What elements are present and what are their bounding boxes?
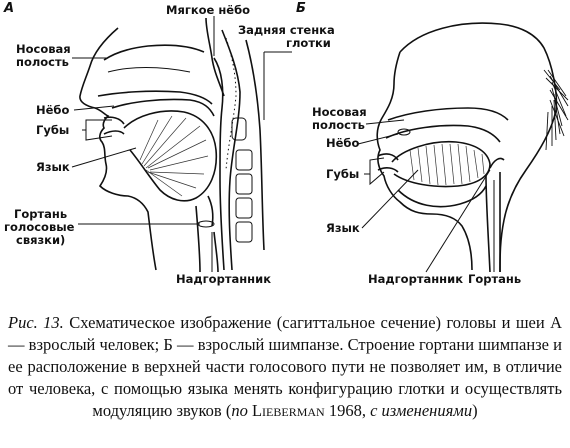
caption-source-suffix: с изменениями (370, 401, 473, 420)
human-vertebrae (231, 117, 253, 243)
label-posterior-wall-line1: Задняя стенка (238, 23, 335, 37)
chimp-jaw-outline (397, 185, 487, 208)
panel-b-leader-lines (357, 119, 495, 273)
human-larynx-tube (195, 205, 219, 273)
caption-source-author: Lieberman (251, 401, 325, 420)
human-face-outline (79, 27, 157, 271)
panel-b-letter: Б (296, 1, 306, 16)
label-tongue-b: Язык (326, 221, 360, 235)
label-lips-a: Губы (36, 123, 69, 137)
label-tongue-a: Язык (36, 160, 70, 174)
panel-a-letter: А (3, 1, 14, 16)
label-palate-a: Нёбо (36, 103, 69, 117)
panel-a-human-section: А (3, 1, 335, 286)
vertebra (235, 149, 253, 171)
human-nasal-passage-line (107, 67, 191, 73)
chimp-lips-outline (377, 153, 399, 173)
human-nasal-cavity-outline (97, 44, 213, 105)
chimp-neck-outline (499, 109, 557, 273)
human-posterior-wall-fill (225, 37, 237, 171)
label-epiglottis-a: Надгортанник (176, 272, 271, 286)
caption-source-year: 1968, (324, 401, 371, 420)
vertebra (235, 197, 253, 219)
caption-source-close: ) (472, 401, 478, 420)
caption-source-open: ( (225, 401, 232, 420)
human-epiglottis-outline (207, 195, 214, 227)
caption-source-prefix: по (231, 401, 248, 420)
anatomy-figure: А (3, 1, 569, 286)
chimp-nasal-cavity-outline (387, 107, 509, 121)
human-palate-outline (111, 98, 215, 117)
human-spine-outline (245, 39, 265, 251)
chimp-nasal-opening (397, 128, 411, 136)
label-larynx-a-line1: Гортань (14, 207, 67, 221)
label-epiglottis-b: Надгортанник (368, 272, 463, 286)
human-tongue-muscle-fibers (139, 115, 209, 197)
label-larynx-b: Гортань (468, 272, 521, 286)
label-nasal-cavity-b-line1: Носовая (312, 105, 367, 119)
label-nasal-cavity-b-line2: полость (312, 118, 365, 132)
vertebra (235, 173, 253, 195)
chimp-palate-outline (385, 124, 501, 143)
human-lips-outline (103, 116, 125, 135)
vertebra (235, 221, 253, 243)
chimp-larynx-tube (485, 171, 501, 273)
chimp-epiglottis-outline (489, 157, 505, 169)
label-soft-palate: Мягкое нёбо (166, 3, 250, 17)
vertebra (231, 117, 247, 141)
label-larynx-a-line2: голосовые (4, 220, 75, 234)
human-pharynx-outline (213, 57, 225, 271)
caption-body: Схематическое изображение (сагиттальное … (8, 313, 563, 420)
chimp-tongue-muscle-fibers (409, 143, 485, 186)
label-nasal-cavity-a-line1: Носовая (16, 42, 71, 56)
human-tongue-outline (123, 110, 218, 202)
label-larynx-a-line3: связки) (16, 233, 65, 247)
chimp-tongue-outline (391, 140, 491, 188)
chimp-back-hair (543, 69, 569, 151)
chimp-head-outline (399, 22, 558, 111)
human-soft-palate-outline (205, 17, 225, 97)
panel-a-leader-lines (71, 16, 292, 272)
label-nasal-cavity-a-line2: полость (16, 55, 69, 69)
chimp-face-outline (376, 51, 473, 271)
caption-figure-number: Рис. 13. (8, 313, 64, 332)
figure-caption: Рис. 13. Схематическое изображение (саги… (8, 312, 562, 422)
label-palate-b: Нёбо (326, 136, 359, 150)
panel-b-chimp-section: Б (296, 1, 569, 286)
label-lips-b: Губы (326, 167, 359, 181)
label-posterior-wall-line2: глотки (286, 36, 331, 50)
